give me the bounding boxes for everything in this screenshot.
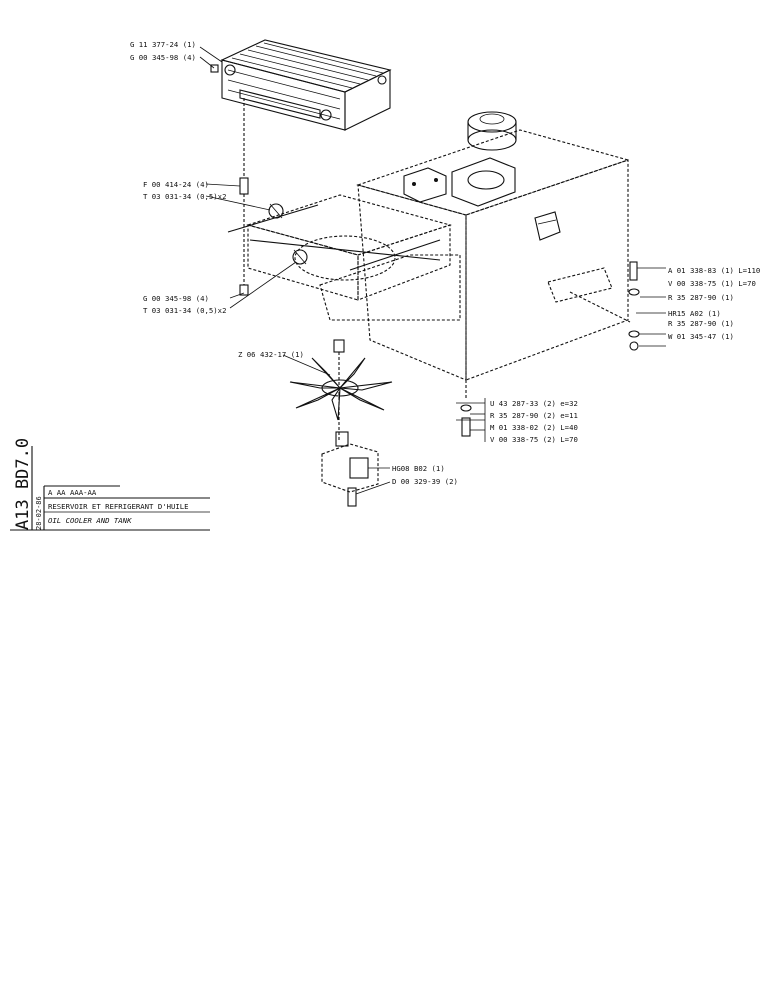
callout-tank-r4: HR15 A02 (1): [668, 309, 721, 318]
title-code-row: A AA AAA-AA: [48, 488, 97, 497]
title-english: OIL COOLER AND TANK: [48, 516, 132, 525]
fan-housing: [205, 194, 461, 321]
callout-fan: Z 06 432-17 (1): [238, 350, 304, 359]
oil-hose: [205, 98, 249, 296]
callout-tank-r5: R 35 287-90 (1): [668, 319, 734, 328]
callout-labels: G 11 377-24 (1) G 00 345-98 (4) F 00 414…: [130, 40, 760, 486]
callout-foot-2: R 35 287-90 (2) e=11: [490, 411, 578, 420]
drawing-date: 28-02-86: [35, 496, 43, 530]
callout-foot-3: M 01 338-02 (2) L=40: [490, 423, 578, 432]
title-block: A13 BD7.0 28-02-86 A AA AAA-AA RESERVOIR…: [10, 438, 210, 531]
callout-cooler-2: G 00 345-98 (4): [130, 53, 196, 62]
tank-foot-fasteners: [456, 380, 486, 442]
hydraulic-motor: [321, 431, 391, 507]
callout-hose-1: F 00 414-24 (4): [143, 180, 209, 189]
callout-tank-r2: V 00 338-75 (1) L=70: [668, 279, 756, 288]
oil-cooler: [199, 39, 392, 131]
callout-cooler-1: G 11 377-24 (1): [130, 40, 196, 49]
callout-lower-1: G 00 345-98 (4): [143, 294, 209, 303]
callout-foot-1: U 43 287-33 (2) e=32: [490, 399, 578, 408]
callout-foot-4: V 00 338-75 (2) L=70: [490, 435, 578, 444]
drawing-code: A13 BD7.0: [13, 438, 33, 530]
callout-motor-2: D 00 329-39 (2): [392, 477, 458, 486]
callout-hose-2: T 03 031-34 (0,5)x2: [143, 192, 226, 201]
callout-tank-r1: A 01 338-83 (1) L=110: [668, 266, 760, 275]
callout-lower-2: T 03 031-34 (0,5)x2: [143, 306, 226, 315]
fan-wheel: [282, 339, 393, 440]
callout-tank-r6: W 01 345-47 (1): [668, 332, 734, 341]
callout-tank-r3: R 35 287-90 (1): [668, 293, 734, 302]
callout-motor-1: HG08 B02 (1): [392, 464, 445, 473]
title-french: RESERVOIR ET REFRIGERANT D'HUILE: [48, 502, 189, 511]
oil-tank: [356, 111, 666, 381]
